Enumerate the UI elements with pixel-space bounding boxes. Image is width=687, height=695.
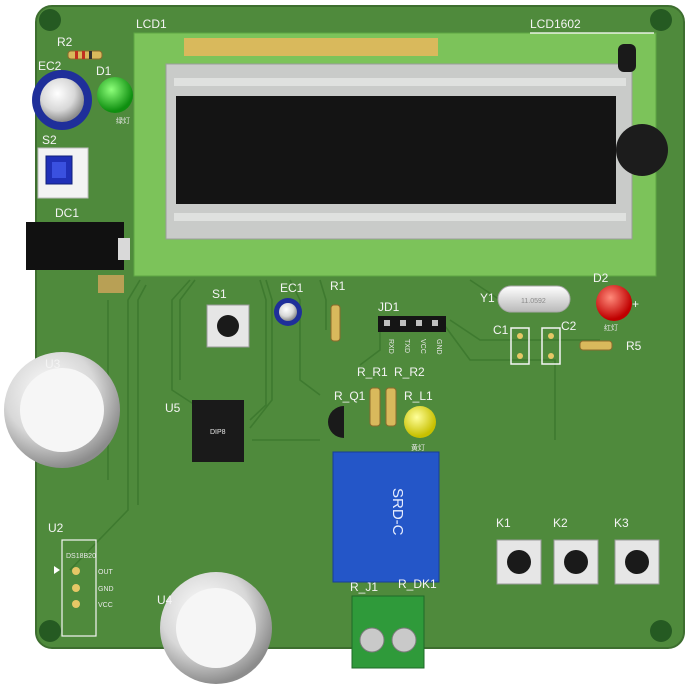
r-dk1-label: R_DK1: [398, 577, 437, 591]
header-jd1: [378, 316, 446, 332]
u2-pin-out: OUT: [98, 569, 114, 576]
d1-note: 绿灯: [116, 116, 130, 125]
resistor-r1: [330, 304, 341, 342]
u2-pin1-marker: [54, 566, 60, 574]
r5-label: R5: [626, 339, 642, 353]
d1-label: D1: [96, 64, 112, 78]
dc-jack-dc1: [26, 222, 124, 270]
lcd1602-label: LCD1602: [530, 17, 581, 31]
dc1-label: DC1: [55, 206, 79, 220]
lcd-header-pins: [184, 38, 438, 56]
relay-srd-c: [332, 451, 440, 583]
resistor-r-r1: [369, 387, 381, 427]
r-r2-label: R_R2: [394, 365, 425, 379]
mount-hole-br: [650, 620, 672, 642]
c1-label: C1: [493, 323, 509, 337]
k1-label: K1: [496, 516, 511, 530]
d2-label: D2: [593, 271, 609, 285]
s2-label: S2: [42, 133, 57, 147]
lcd-bezel-strip-top: [174, 78, 626, 86]
u2-note: DS18B20: [66, 553, 96, 560]
d2-note: 红灯: [604, 323, 618, 332]
mount-hole-bl: [39, 620, 61, 642]
r-j1-label: R_J1: [350, 580, 378, 594]
ic-u5: [192, 400, 244, 462]
jd1-pin-rxd: RXD: [387, 339, 394, 354]
u5-chip: DIP8: [210, 429, 226, 436]
led-r-l1-yellow: [404, 406, 436, 438]
button-k3: [614, 539, 660, 585]
lcd1-label: LCD1: [136, 17, 167, 31]
k3-label: K3: [614, 516, 629, 530]
resistor-r5: [579, 340, 613, 351]
buzzer: [616, 124, 668, 176]
d2-plus: +: [632, 297, 639, 311]
lcd-bezel-strip-bottom: [174, 213, 626, 221]
lcd-screen: [176, 96, 616, 204]
r2-label: R2: [57, 35, 73, 49]
resistor-r-r2: [385, 387, 397, 427]
r-r1-label: R_R1: [357, 365, 388, 379]
relay-label: SRD-C: [389, 488, 406, 536]
ec2-label: EC2: [38, 59, 62, 73]
ec1-label: EC1: [280, 281, 304, 295]
u5-label: U5: [165, 401, 181, 415]
y1-freq: 11.0592: [521, 298, 546, 305]
led-d1-green: [97, 77, 133, 113]
k2-label: K2: [553, 516, 568, 530]
led-d2-red: [596, 285, 632, 321]
transistor-r-q1: [328, 406, 344, 438]
jd1-pin-gnd: GND: [435, 339, 442, 355]
jd1-pin-txd: TXD: [403, 339, 410, 353]
c2-label: C2: [561, 319, 577, 333]
jd1-pin-vcc: VCC: [419, 339, 426, 354]
sensor-u2: [61, 539, 97, 637]
capacitor-c1: [510, 327, 530, 365]
r-q1-label: R_Q1: [334, 389, 366, 403]
mount-hole-tr: [650, 9, 672, 31]
u3-label: U3: [45, 357, 61, 371]
s1-label: S1: [212, 287, 227, 301]
u2-pin-vcc: VCC: [98, 602, 113, 609]
jd1-label: JD1: [378, 300, 400, 314]
capacitor-c2: [541, 327, 561, 365]
r1-label: R1: [330, 279, 346, 293]
y1-label: Y1: [480, 291, 495, 305]
r-l1-label: R_L1: [404, 389, 433, 403]
u2-pin-gnd: GND: [98, 586, 114, 593]
r-l1-note: 黄灯: [411, 443, 425, 452]
crystal-y1: [497, 285, 571, 313]
mount-hole-tl: [39, 9, 61, 31]
u4-label: U4: [157, 593, 173, 607]
transistor-top-right: [618, 44, 636, 72]
u2-label: U2: [48, 521, 64, 535]
